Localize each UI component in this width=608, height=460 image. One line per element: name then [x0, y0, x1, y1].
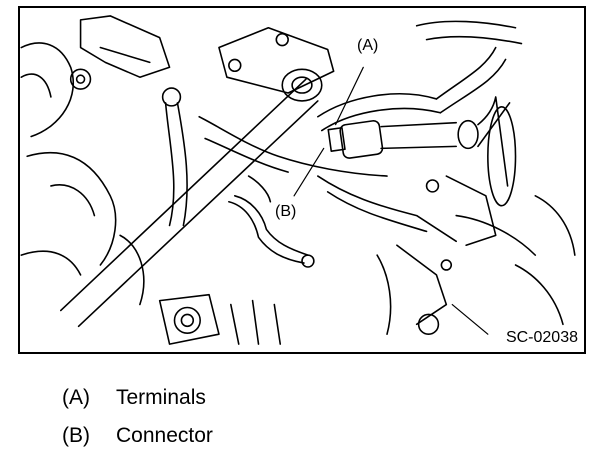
callout-b-label: (B)	[274, 203, 298, 220]
legend-label: Connector	[116, 424, 213, 447]
legend-item-terminals: (A) Terminals	[62, 386, 206, 410]
legend-item-connector: (B) Connector	[62, 424, 213, 448]
legend-label: Terminals	[116, 386, 206, 409]
diagram-frame: (A) (B) SC-02038	[18, 6, 586, 354]
engine-bay-line-drawing	[20, 15, 576, 345]
figure-reference-code: SC-02038	[505, 329, 578, 346]
legend-tag: (A)	[62, 386, 90, 409]
callout-a-label: (A)	[356, 37, 380, 54]
legend-tag: (B)	[62, 424, 90, 447]
